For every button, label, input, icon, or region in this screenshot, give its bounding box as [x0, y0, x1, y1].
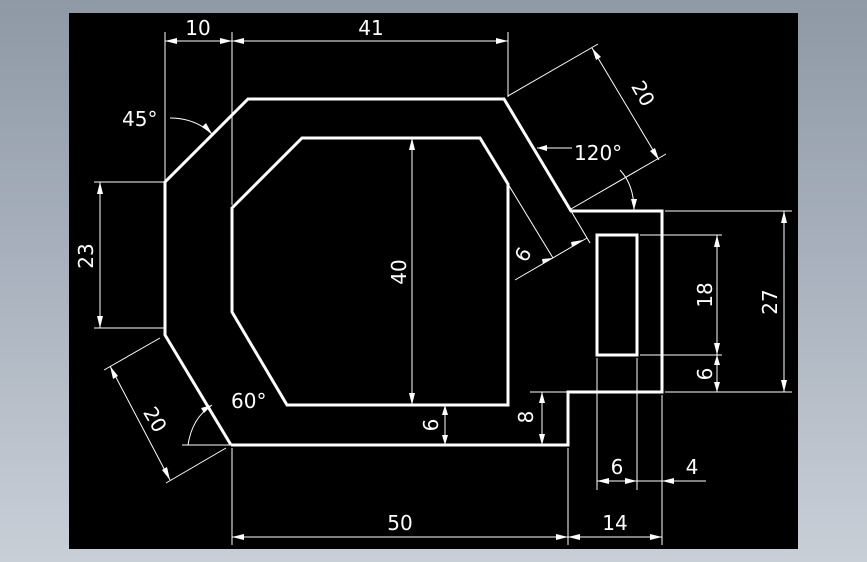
dim-top-length	[232, 32, 509, 97]
label-top-chamfer-width: 10	[185, 16, 210, 40]
dim-inner-angle	[537, 145, 637, 211]
drawing-canvas[interactable]: 10 41 45° 20 120° 23	[69, 13, 798, 549]
dim-base-length	[231, 448, 569, 545]
inner-cutout	[230, 136, 510, 407]
label-bottom-slope: 20	[138, 402, 172, 436]
label-step-height: 8	[514, 411, 538, 424]
label-top-length: 41	[358, 16, 383, 40]
label-base-length: 50	[387, 511, 412, 535]
label-slope-length: 20	[626, 76, 660, 110]
dim-right-height	[665, 210, 792, 393]
label-tab-length: 14	[602, 511, 627, 535]
label-chamfer-angle: 45°	[122, 107, 157, 131]
dim-left-height	[94, 181, 165, 329]
slot-rectangle	[595, 233, 639, 357]
dim-bottom-angle	[182, 404, 231, 446]
dim-tab-length	[568, 534, 662, 540]
label-slot-height: 18	[693, 282, 717, 307]
dim-bottom-slope	[103, 337, 227, 484]
label-wall-offset: 6	[509, 243, 536, 266]
label-slot-left-offset: 6	[611, 455, 624, 479]
label-right-height: 27	[758, 289, 782, 314]
dim-top-chamfer	[164, 32, 233, 205]
dim-slot-bottom-offset	[714, 355, 720, 392]
dim-inner-height	[409, 138, 415, 405]
dim-step-height	[530, 391, 568, 445]
label-inner-angle: 120°	[574, 141, 622, 165]
dim-slot-offsets	[596, 358, 706, 545]
dim-wall-bottom	[420, 404, 460, 445]
label-wall-bottom: 6	[419, 419, 443, 432]
label-inner-height: 40	[387, 259, 411, 284]
label-slot-bottom-offset: 6	[693, 368, 717, 381]
cad-drawing: 10 41 45° 20 120° 23	[74, 16, 792, 545]
dim-slot-height	[640, 234, 722, 356]
label-left-height: 23	[74, 243, 98, 268]
label-bottom-angle: 60°	[231, 389, 266, 413]
dim-wall-offset	[507, 183, 591, 281]
dim-slope-length	[507, 43, 667, 210]
label-slot-right-offset: 4	[686, 455, 699, 479]
dim-chamfer-angle	[169, 117, 213, 135]
